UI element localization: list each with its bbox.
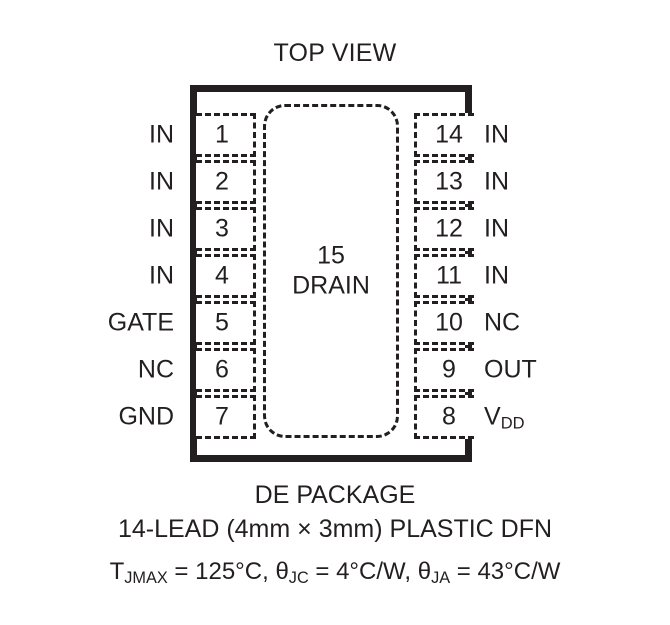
pin-signal-label-7: GND	[118, 402, 174, 431]
pin-signal-label-8: VDD	[484, 402, 525, 433]
pin-signal-label-10: NC	[484, 308, 521, 337]
pin-number-5: 5	[215, 308, 229, 337]
exposed-pad-outline: 15 DRAIN	[263, 104, 399, 438]
pin-number-14: 14	[435, 120, 463, 149]
theta-ja-symbol: θ	[417, 558, 432, 585]
pin-row: IN 1 14 IN	[0, 113, 670, 157]
lead-box-7: 7	[196, 395, 256, 439]
pin-number-8: 8	[442, 402, 456, 431]
exposed-pad-label: 15 DRAIN	[266, 242, 396, 301]
lead-box-6: 6	[196, 348, 256, 392]
pin-signal-label-5: GATE	[107, 308, 174, 337]
pin-number-12: 12	[435, 214, 463, 243]
caption-lead-description: 14-LEAD (4mm × 3mm) PLASTIC DFN	[117, 515, 553, 543]
pin-signal-label-6: NC	[137, 355, 174, 384]
pin-signal-label-2: IN	[149, 167, 174, 196]
tjmax-symbol: T	[109, 558, 125, 585]
pin-signal-label-1: IN	[149, 120, 174, 149]
tjmax-subscript: JMAX	[124, 569, 168, 588]
lead-box-2: 2	[196, 160, 256, 204]
pin-row: GATE 5 10 NC	[0, 301, 670, 345]
pin-number-13: 13	[435, 167, 463, 196]
pin-signal-subscript-8: DD	[500, 414, 525, 433]
pin-number-10: 10	[435, 308, 463, 337]
lead-box-1: 1	[196, 113, 256, 157]
pin-number-6: 6	[215, 355, 229, 384]
pin-signal-label-14: IN	[484, 120, 509, 149]
pin-signal-label-12: IN	[484, 214, 509, 243]
pin-row: IN 2 13 IN	[0, 160, 670, 204]
lead-box-5: 5	[196, 301, 256, 345]
lead-box-4: 4	[196, 254, 256, 298]
lead-box-9: 9	[414, 348, 474, 392]
pin-signal-label-11: IN	[484, 261, 509, 290]
lead-box-13: 13	[414, 160, 474, 204]
pin-number-4: 4	[215, 261, 229, 290]
pin-row: IN 4 11 IN	[0, 254, 670, 298]
theta-jc-symbol: θ	[275, 558, 289, 585]
pin-row: GND 7 8 VDD	[0, 395, 670, 439]
lead-box-12: 12	[414, 207, 474, 251]
lead-box-8: 8	[414, 395, 474, 439]
pin-number-7: 7	[215, 402, 229, 431]
pin-number-9: 9	[442, 355, 456, 384]
lead-box-3: 3	[196, 207, 256, 251]
pin-number-2: 2	[215, 167, 229, 196]
pin-signal-label-4: IN	[149, 261, 174, 290]
page-title: TOP VIEW	[273, 39, 397, 67]
pin-number-1: 1	[215, 120, 229, 149]
caption-package-name: DE PACKAGE	[254, 481, 416, 509]
pin-number-3: 3	[215, 214, 229, 243]
exposed-pad-name: DRAIN	[292, 271, 370, 299]
theta-ja-subscript: JA	[431, 569, 451, 588]
pin-signal-label-13: IN	[484, 167, 509, 196]
exposed-pad-number: 15	[317, 241, 345, 270]
pin-signal-label-3: IN	[149, 214, 174, 243]
tjmax-value: = 125°C,	[167, 558, 276, 585]
lead-box-14: 14	[414, 113, 474, 157]
pin-row: IN 3 12 IN	[0, 207, 670, 251]
pin-number-11: 11	[436, 261, 462, 290]
pin-signal-label-9: OUT	[484, 355, 537, 384]
pin-row: NC 6 9 OUT	[0, 348, 670, 392]
caption-thermal-specs: TJMAX = 125°C, θJC = 4°C/W, θJA = 43°C/W	[0, 558, 670, 588]
lead-box-11: 11	[414, 254, 474, 298]
theta-ja-value: = 43°C/W	[450, 558, 561, 585]
theta-jc-subscript: JC	[288, 569, 309, 588]
theta-jc-value: = 4°C/W,	[308, 558, 418, 585]
lead-box-10: 10	[414, 301, 474, 345]
